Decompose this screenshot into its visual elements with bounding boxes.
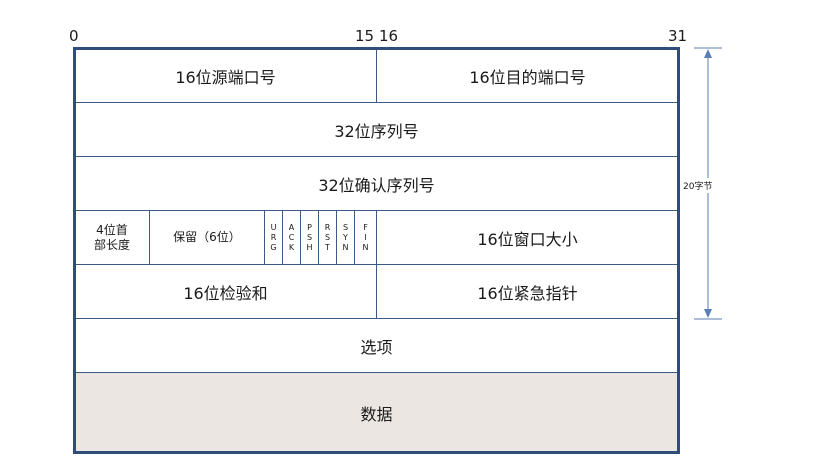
flag-fin: F I N — [354, 210, 377, 265]
ack-number-label: 32位确认序列号 — [318, 175, 435, 195]
flag-syn: S Y N — [336, 210, 355, 265]
flag-urg: U R G — [264, 210, 283, 265]
flag-ack-label: A C K — [288, 222, 295, 252]
flag-rst-label: R S T — [324, 222, 331, 252]
reserved-field: 保留（6位） — [149, 210, 265, 265]
header-length-label: 4位首 部长度 — [93, 222, 130, 252]
bit-15-label: 15 — [355, 27, 375, 45]
urgent-pointer-field: 16位紧急指针 — [376, 264, 679, 319]
flag-fin-label: F I N — [362, 222, 369, 252]
checksum-label: 16位检验和 — [183, 283, 268, 303]
ack-number-field: 32位确认序列号 — [74, 156, 679, 211]
flag-ack: A C K — [282, 210, 301, 265]
options-label: 选项 — [360, 337, 393, 357]
flag-urg-label: U R G — [270, 222, 277, 252]
urgent-pointer-label: 16位紧急指针 — [477, 283, 578, 303]
flag-psh-label: P S H — [306, 222, 313, 252]
header-length-field: 4位首 部长度 — [74, 210, 150, 265]
bit-0-label: 0 — [69, 27, 79, 45]
data-field: 数据 — [74, 372, 679, 453]
flag-syn-label: S Y N — [342, 222, 349, 252]
options-field: 选项 — [74, 318, 679, 373]
checksum-field: 16位检验和 — [74, 264, 377, 319]
reserved-label: 保留（6位） — [173, 230, 241, 244]
sequence-number-field: 32位序列号 — [74, 102, 679, 157]
header-size-label: 20字节 — [683, 178, 713, 193]
flag-psh: P S H — [300, 210, 319, 265]
flag-rst: R S T — [318, 210, 337, 265]
data-label: 数据 — [360, 404, 393, 424]
source-port-label: 16位源端口号 — [175, 67, 276, 87]
bit-16-label: 16 — [379, 27, 399, 45]
source-port-field: 16位源端口号 — [74, 48, 377, 103]
destination-port-field: 16位目的端口号 — [376, 48, 679, 103]
window-size-field: 16位窗口大小 — [376, 210, 679, 265]
destination-port-label: 16位目的端口号 — [469, 67, 586, 87]
sequence-number-label: 32位序列号 — [334, 121, 419, 141]
window-size-label: 16位窗口大小 — [477, 229, 578, 249]
bit-31-label: 31 — [668, 27, 688, 45]
